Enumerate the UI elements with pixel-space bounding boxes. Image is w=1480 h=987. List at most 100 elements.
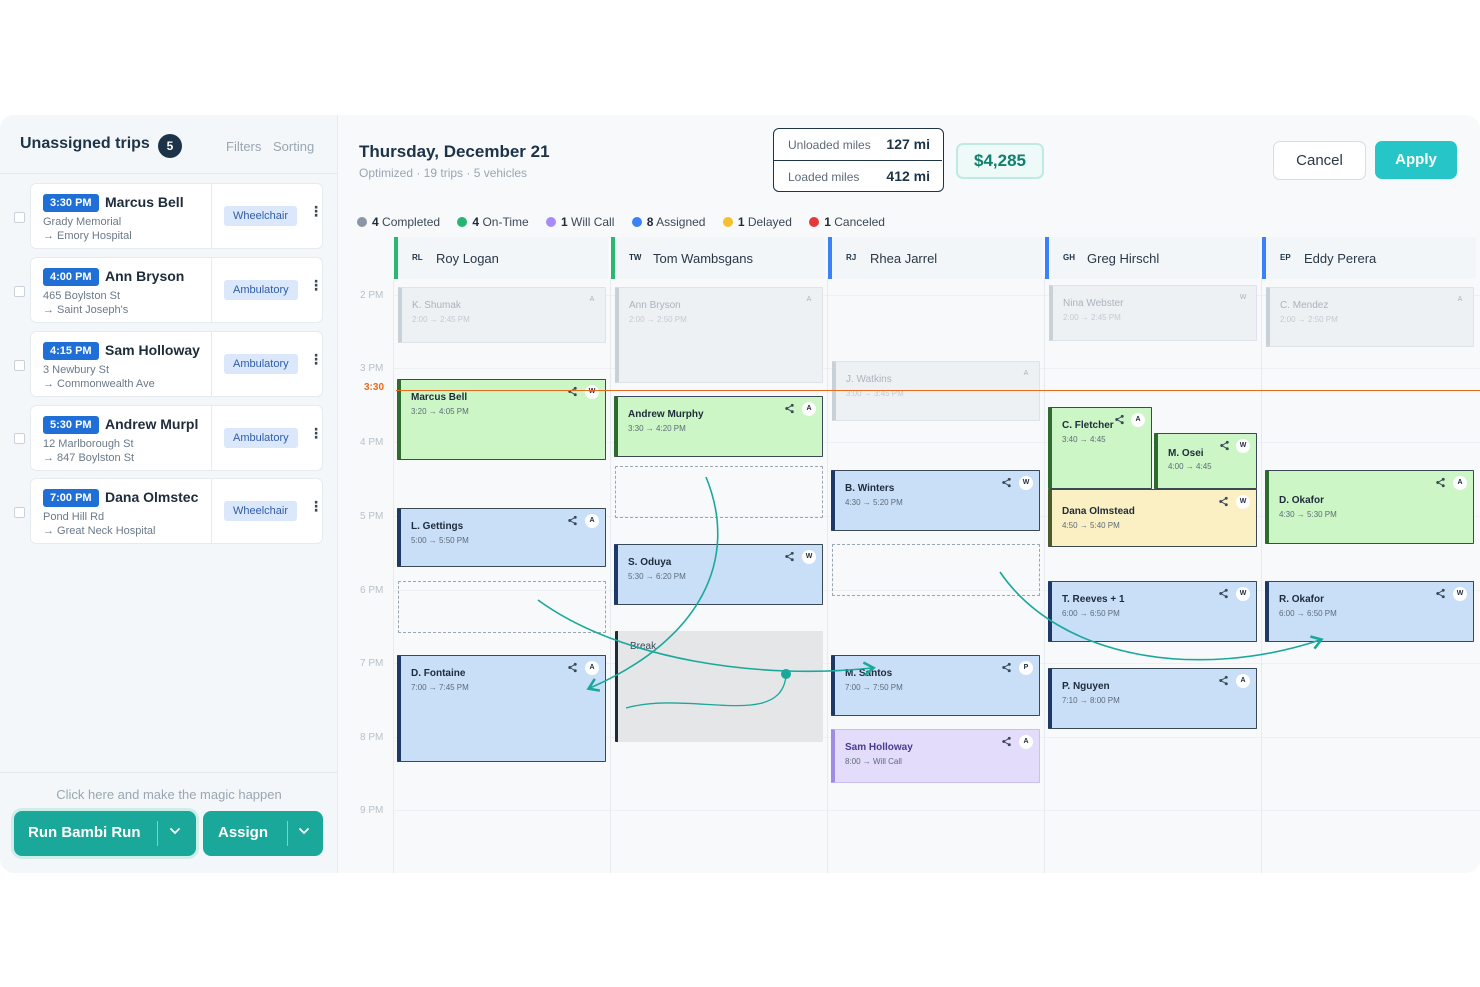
trip-card[interactable]: 5:30 PM Andrew Murpl 12 Marlborough St →… — [30, 405, 323, 471]
trip-pickup: Pond Hill Rd — [43, 511, 105, 523]
trip-type-tag: W — [1236, 587, 1250, 601]
trip-block-name: Marcus Bell — [411, 392, 468, 403]
empty-slot[interactable] — [615, 466, 823, 518]
legend-dot — [457, 217, 468, 227]
cancel-button[interactable]: Cancel — [1273, 141, 1366, 180]
column-divider — [827, 277, 828, 873]
trip-block-name: R. Okafor — [1279, 594, 1325, 605]
share-icon[interactable] — [567, 662, 578, 676]
apply-button[interactable]: Apply — [1375, 141, 1457, 179]
trip-block[interactable]: Ann Bryson 2:00 → 2:50 PM A — [615, 287, 823, 383]
schedule-grid: 2 PM 3 PM 4 PM 5 PM 6 PM 7 PM 8 PM 9 PM … — [338, 237, 1480, 873]
share-icon[interactable] — [1435, 477, 1446, 491]
assign-button-label: Assign — [218, 824, 269, 841]
driver-header-tom-wambsgans[interactable]: TW Tom Wambsgans — [611, 237, 825, 279]
share-icon[interactable] — [1219, 440, 1230, 454]
trip-card[interactable]: 3:30 PM Marcus Bell Grady Memorial → Emo… — [30, 183, 323, 249]
trip-checkbox[interactable] — [14, 286, 25, 297]
trip-block[interactable]: K. Shumak 2:00 → 2:45 PM A — [398, 287, 606, 343]
driver-header-roy-logan[interactable]: RL Roy Logan — [394, 237, 608, 279]
status-legend: 4 Completed 4 On-Time 1 Will Call 8 Assi… — [357, 215, 899, 231]
run-bambi-run-button[interactable]: Run Bambi Run — [14, 811, 196, 856]
empty-slot[interactable] — [398, 581, 606, 633]
trip-card[interactable]: 4:15 PM Sam Holloway 3 Newbury St → Comm… — [30, 331, 323, 397]
trip-checkbox[interactable] — [14, 360, 25, 371]
trip-block[interactable]: B. Winters 4:30 → 5:20 PM W — [831, 470, 1040, 531]
trip-block-delayed[interactable]: Dana Olmstead 4:50 → 5:40 PM W — [1048, 489, 1257, 547]
trip-block[interactable]: Nina Webster 2:00 → 2:45 PM W — [1049, 285, 1257, 341]
share-icon[interactable] — [1218, 675, 1229, 689]
trip-checkbox[interactable] — [14, 433, 25, 444]
share-icon[interactable] — [567, 386, 578, 400]
trip-block-time: 8:00 → Will Call — [845, 757, 902, 766]
trip-card[interactable]: 4:00 PM Ann Bryson 465 Boylston St → Sai… — [30, 257, 323, 323]
unloaded-miles-row: Unloaded miles 127 mi — [774, 129, 942, 160]
trip-block[interactable]: C. Mendez 2:00 → 2:50 PM A — [1266, 287, 1474, 347]
share-icon[interactable] — [784, 403, 795, 417]
page-title: Thursday, December 21 — [359, 142, 550, 161]
trip-type-badge: Ambulatory — [224, 354, 298, 374]
trip-block[interactable]: L. Gettings 5:00 → 5:50 PM A — [397, 508, 606, 567]
trip-time-badge: 4:00 PM — [43, 268, 99, 286]
trip-block-time: 4:30 → 5:30 PM — [1279, 510, 1337, 519]
trip-block[interactable]: J. Watkins 3:00 → 3:45 PM A — [832, 361, 1040, 421]
kebab-menu-icon[interactable]: ⋮ — [309, 425, 323, 441]
trip-block-will-call[interactable]: Sam Holloway 8:00 → Will Call A — [831, 729, 1040, 783]
kebab-menu-icon[interactable]: ⋮ — [309, 277, 323, 293]
dispatch-app: Unassigned trips 5 Filters Sorting 3:30 … — [0, 115, 1480, 873]
share-icon[interactable] — [1001, 477, 1012, 491]
loaded-miles-label: Loaded miles — [788, 170, 860, 184]
driver-header-rhea-jarrel[interactable]: RJ Rhea Jarrel — [828, 237, 1042, 279]
trip-passenger-name: Andrew Murpl — [105, 416, 199, 432]
button-split-divider — [157, 821, 158, 846]
break-block[interactable]: Break — [615, 631, 823, 742]
trip-block[interactable]: S. Oduya 5:30 → 6:20 PM W — [614, 544, 823, 605]
trip-block[interactable]: Andrew Murphy 3:30 → 4:20 PM A — [614, 396, 823, 457]
driver-initials: GH — [1063, 253, 1075, 262]
trip-checkbox[interactable] — [14, 507, 25, 518]
share-icon[interactable] — [1218, 496, 1229, 510]
share-icon[interactable] — [567, 515, 578, 529]
trip-block[interactable]: C. Fletcher 3:40 → 4:45 A — [1048, 407, 1152, 489]
trip-block-time: 2:00 → 2:50 PM — [1280, 315, 1338, 324]
empty-slot[interactable] — [832, 544, 1040, 596]
trip-block-name: T. Reeves + 1 — [1062, 594, 1125, 605]
trip-block-name: K. Shumak — [412, 300, 461, 311]
trip-block[interactable]: M. Santos 7:00 → 7:50 PM P — [831, 655, 1040, 716]
driver-initials: TW — [629, 253, 642, 262]
chevron-down-icon[interactable] — [168, 824, 182, 841]
trip-block[interactable]: R. Okafor 6:00 → 6:50 PM W — [1265, 581, 1474, 642]
assign-button[interactable]: Assign — [203, 811, 323, 856]
share-icon[interactable] — [1001, 662, 1012, 676]
trip-block[interactable]: D. Okafor 4:30 → 5:30 PM A — [1265, 470, 1474, 544]
chevron-down-icon[interactable] — [297, 824, 311, 841]
trip-block[interactable]: T. Reeves + 1 6:00 → 6:50 PM W — [1048, 581, 1257, 642]
driver-header-eddy-perera[interactable]: EP Eddy Perera — [1262, 237, 1476, 279]
column-divider — [610, 277, 611, 873]
sorting-link[interactable]: Sorting — [273, 139, 315, 154]
trip-block-time: 3:40 → 4:45 — [1062, 435, 1106, 444]
trip-dropoff: → Emory Hospital — [43, 230, 132, 242]
trip-block[interactable]: M. Osei 4:00 → 4:45 W — [1154, 433, 1257, 489]
trip-block[interactable]: Marcus Bell 3:20 → 4:05 PM W — [397, 379, 606, 460]
kebab-menu-icon[interactable]: ⋮ — [309, 498, 323, 514]
filters-link[interactable]: Filters — [226, 139, 262, 154]
share-icon[interactable] — [784, 551, 795, 565]
kebab-menu-icon[interactable]: ⋮ — [309, 203, 323, 219]
trip-block[interactable]: D. Fontaine 7:00 → 7:45 PM A — [397, 655, 606, 762]
share-icon[interactable] — [1001, 736, 1012, 750]
legend-dot — [546, 217, 557, 227]
share-icon[interactable] — [1218, 588, 1229, 602]
share-icon[interactable] — [1114, 414, 1125, 428]
trip-card[interactable]: 7:00 PM Dana Olmstec Pond Hill Rd → Grea… — [30, 478, 323, 544]
trip-type-badge: Wheelchair — [224, 206, 298, 226]
current-time-label: 3:30 — [364, 382, 385, 393]
trip-checkbox[interactable] — [14, 212, 25, 223]
driver-header-greg-hirschl[interactable]: GH Greg Hirschl — [1045, 237, 1259, 279]
share-icon[interactable] — [1435, 588, 1446, 602]
trip-type-tag: A — [802, 402, 816, 416]
trip-block[interactable]: P. Nguyen 7:10 → 8:00 PM A — [1048, 668, 1257, 729]
trip-block-time: 6:00 → 6:50 PM — [1279, 609, 1337, 618]
trip-type-tag: W — [1453, 587, 1467, 601]
kebab-menu-icon[interactable]: ⋮ — [309, 351, 323, 367]
